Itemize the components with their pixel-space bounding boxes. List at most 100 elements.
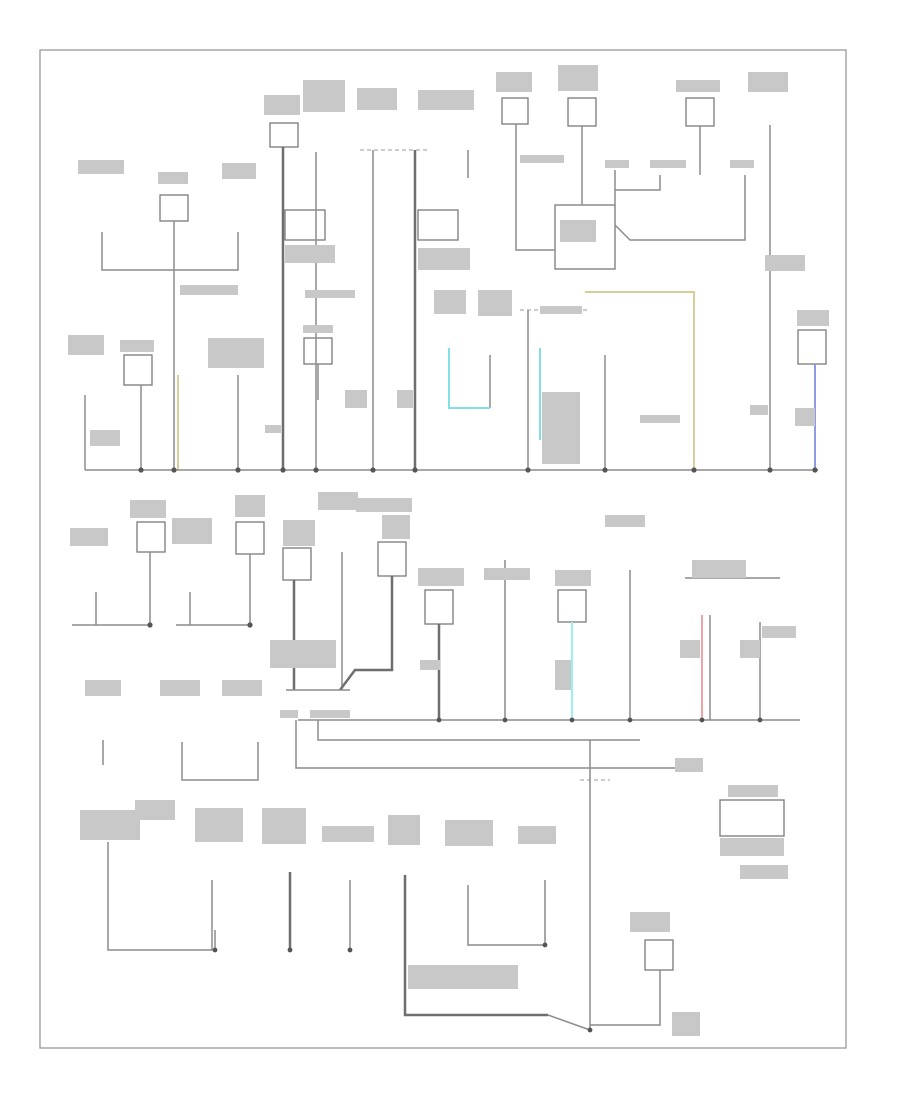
label-smudge [270, 640, 336, 668]
label-smudge [418, 90, 474, 110]
label-smudge [264, 95, 300, 115]
label-smudge [303, 80, 345, 112]
wire [547, 1014, 591, 1031]
ground-point [812, 467, 818, 473]
ground-point [569, 717, 575, 723]
label-smudge [676, 80, 720, 92]
ground-point [627, 717, 633, 723]
relay-box [417, 209, 459, 241]
label-smudge [420, 660, 440, 670]
label-smudge [434, 290, 466, 314]
label-smudge [672, 1012, 700, 1036]
component-box [377, 541, 407, 577]
ground-point [287, 947, 293, 953]
label-smudge [542, 392, 580, 464]
wire [339, 576, 394, 691]
component-box [644, 939, 674, 971]
label-smudge [283, 520, 315, 546]
relay-box [284, 209, 326, 241]
ground-point [602, 467, 608, 473]
component-box [685, 97, 715, 127]
label-smudge [675, 758, 703, 772]
ground-point [502, 717, 508, 723]
diagram-border [39, 49, 847, 1049]
component-box [501, 97, 529, 125]
label-smudge [68, 335, 104, 355]
label-smudge [322, 826, 374, 842]
label-smudge [356, 498, 412, 512]
ground-point [542, 942, 548, 948]
component-box [557, 589, 587, 623]
label-smudge [762, 626, 796, 638]
component-labels-bottom [80, 800, 700, 1036]
ground-point [525, 467, 531, 473]
label-smudge [222, 680, 262, 696]
component-box [269, 122, 299, 148]
component-labels-top [68, 65, 829, 464]
component-box [235, 521, 265, 555]
label-smudge [730, 160, 754, 168]
ground-point [138, 467, 144, 473]
middle-section [70, 492, 800, 1030]
wire [403, 875, 548, 1017]
label-smudge [558, 65, 598, 91]
label-smudge [728, 785, 778, 797]
label-smudge [195, 808, 243, 842]
label-smudge [518, 826, 556, 844]
label-smudge [85, 680, 121, 696]
component-box [303, 337, 333, 365]
label-smudge [418, 248, 470, 270]
label-smudge [765, 255, 805, 271]
label-smudge [303, 325, 333, 333]
ground-point [699, 717, 705, 723]
ground-point [313, 467, 319, 473]
label-smudge [265, 425, 281, 433]
component-box [123, 354, 153, 386]
component-box [567, 97, 597, 127]
label-smudge [630, 912, 670, 932]
wire [317, 720, 640, 741]
wire [615, 175, 661, 191]
label-smudge [222, 163, 256, 179]
wire [101, 232, 239, 271]
label-smudge [397, 390, 413, 408]
label-smudge [285, 245, 335, 263]
label-smudge [80, 810, 140, 840]
label-smudge [130, 500, 166, 518]
label-smudge [555, 570, 591, 586]
bottom-section [80, 740, 700, 1036]
label-smudge [172, 518, 212, 544]
label-smudge [382, 515, 410, 539]
label-smudge [540, 306, 582, 314]
label-smudge [388, 815, 420, 845]
tan-wire [585, 291, 695, 470]
label-smudge [692, 560, 746, 578]
label-smudge [90, 430, 120, 446]
label-smudge [318, 492, 358, 510]
label-smudge [345, 390, 367, 408]
label-smudge [180, 285, 238, 295]
label-smudge [305, 290, 355, 298]
wire [614, 175, 746, 241]
label-smudge [605, 160, 629, 168]
wire [295, 720, 700, 769]
label-smudge [750, 405, 768, 415]
label-smudge [160, 680, 200, 696]
ground-point [587, 1027, 593, 1033]
wire [181, 742, 259, 781]
ground-point [147, 622, 153, 628]
ground-point [235, 467, 241, 473]
label-smudge [280, 710, 298, 718]
component-box [159, 194, 189, 222]
ground-point [212, 947, 218, 953]
label-smudge [310, 710, 350, 718]
ground-point [691, 467, 697, 473]
label-smudge [408, 965, 518, 989]
label-smudge [740, 640, 760, 658]
label-smudge [748, 72, 788, 92]
label-smudge [795, 408, 815, 426]
ground-point [436, 717, 442, 723]
ground-point [757, 717, 763, 723]
ground-point [280, 467, 286, 473]
wire [467, 880, 546, 946]
